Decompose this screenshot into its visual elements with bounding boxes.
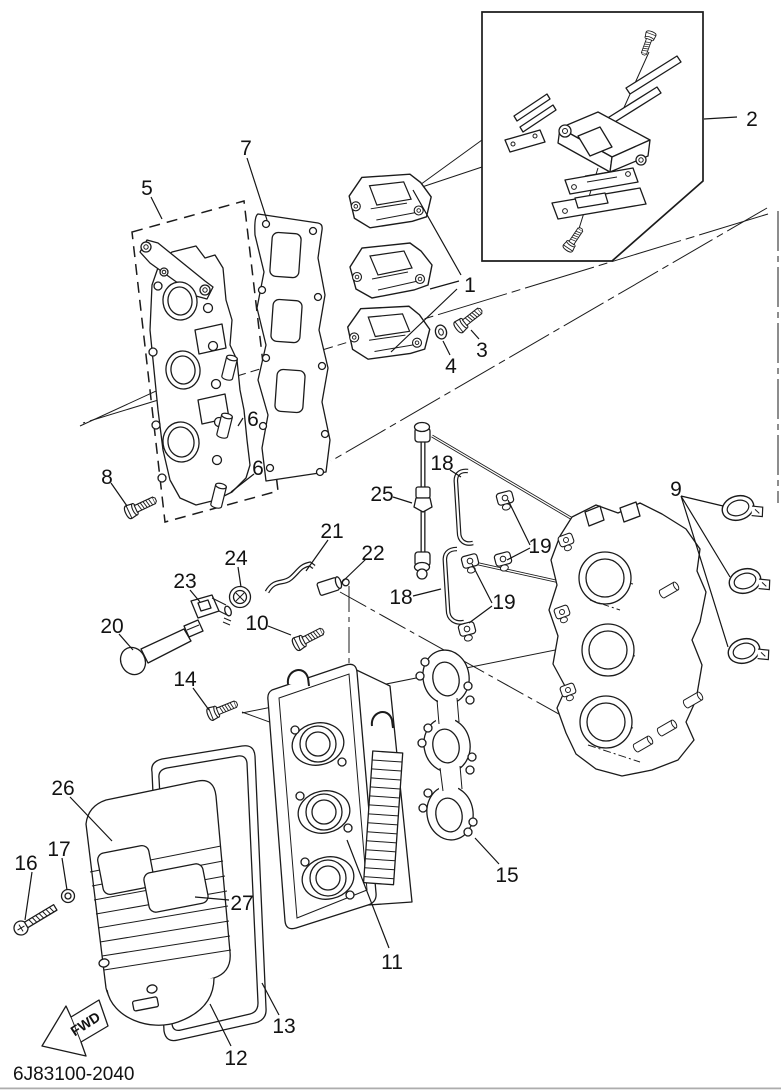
callout-leader-lines <box>24 116 738 1047</box>
callout-18b: 18 <box>389 586 412 609</box>
intake-silencer-part11 <box>267 663 413 930</box>
carburetor-gasket-part15 <box>415 649 478 841</box>
pin-part20 <box>119 619 204 676</box>
callout-19a: 19 <box>528 535 551 558</box>
link-rod-part25 <box>413 421 433 580</box>
reed-petal <box>605 86 662 126</box>
callout-17: 17 <box>47 838 70 861</box>
gasket-bolt-holes <box>257 219 330 477</box>
grommet-part24 <box>228 585 252 609</box>
callout-26: 26 <box>51 777 74 800</box>
callout-9: 9 <box>670 478 682 501</box>
silencer-grille <box>362 750 404 886</box>
washer-part4 <box>434 324 448 340</box>
callout-7: 7 <box>240 137 252 160</box>
callout-14: 14 <box>173 668 197 691</box>
cover-recess-1 <box>97 844 155 896</box>
reed-stopper-plate-2 <box>513 93 551 122</box>
bolt-part8 <box>122 492 160 521</box>
callout-27: 27 <box>230 892 253 915</box>
callout-20: 20 <box>100 615 123 638</box>
fitting-part23 <box>190 594 232 626</box>
callout-5: 5 <box>141 177 153 200</box>
callout-6a: 6 <box>247 408 259 431</box>
callout-13: 13 <box>272 1015 295 1038</box>
callout-21: 21 <box>320 520 343 543</box>
callout-12: 12 <box>224 1047 247 1070</box>
drawing-number: 6J83100-2040 <box>13 1064 135 1085</box>
silencer-cover-part12 <box>85 779 232 1026</box>
callout-8: 8 <box>101 466 113 489</box>
callout-10: 10 <box>245 612 268 635</box>
bolt-part14 <box>204 696 241 722</box>
callout-25: 25 <box>370 483 393 506</box>
callout-16: 16 <box>14 852 37 875</box>
fwd-arrow: FWD <box>41 999 109 1057</box>
reed-plate-b <box>551 187 647 220</box>
callout-6b: 6 <box>252 457 264 480</box>
callout-1: 1 <box>464 274 476 297</box>
callout-15: 15 <box>495 864 518 887</box>
intake-manifold <box>139 239 251 506</box>
washer-part17 <box>60 888 76 904</box>
reed-valve-body <box>557 111 651 173</box>
reed-plate-a <box>564 167 639 195</box>
silencer-hook-2 <box>370 711 394 729</box>
detail-box-part2 <box>481 11 704 262</box>
callout-22: 22 <box>361 542 384 565</box>
reed-valve-set-part1 <box>345 171 486 364</box>
bottom-rule <box>0 1087 781 1090</box>
callout-4: 4 <box>445 355 457 378</box>
bolt-part10 <box>290 623 328 653</box>
callout-24: 24 <box>224 547 248 570</box>
cover-seal-part13 <box>151 745 267 1042</box>
screw-part16 <box>13 904 58 936</box>
reed-stopper-plate <box>625 55 682 95</box>
callout-18a: 18 <box>430 452 453 475</box>
intake-gasket-part7 <box>254 213 331 482</box>
callout-numbers: 7 5 2 1 3 4 8 6 6 25 18 19 18 19 9 21 22… <box>14 108 758 1070</box>
callout-3: 3 <box>476 339 488 362</box>
carburetor-assembly <box>548 501 707 777</box>
callout-11: 11 <box>381 951 403 974</box>
gasket15-bolt-holes <box>415 657 478 837</box>
callout-23: 23 <box>173 570 196 593</box>
joint-part22 <box>316 576 350 596</box>
reed-stopper-screw-bottom <box>561 224 587 254</box>
cover-recess-2 <box>143 863 209 913</box>
reed-plate-small <box>504 129 546 153</box>
reed-petal-2 <box>519 104 557 133</box>
reed-stopper-screw-top <box>638 29 658 58</box>
callout-19b: 19 <box>492 591 515 614</box>
silencer-hook-1 <box>286 669 310 687</box>
callout-2: 2 <box>746 108 758 131</box>
